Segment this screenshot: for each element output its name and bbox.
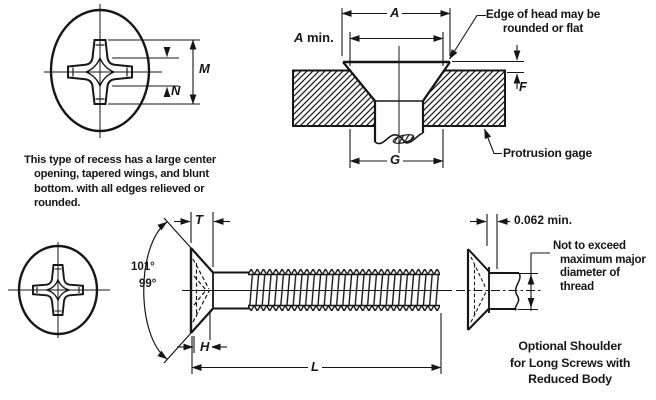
screw-side-view: [143, 212, 452, 374]
shoulder-detail-view: [456, 214, 550, 331]
dim-label-a: A: [387, 6, 403, 19]
max-diameter-note: Not to exceed maximum major diameter of …: [553, 240, 646, 293]
dim-label-f: F: [519, 79, 527, 94]
recess-description: This type of recess has a large center o…: [24, 154, 216, 209]
dim-label-t: T: [195, 212, 203, 227]
countersunk-section-view: [292, 8, 524, 168]
optional-shoulder-caption: Optional Shoulder for Long Screws with R…: [509, 339, 631, 386]
recess-end-view: [44, 4, 200, 138]
dim-label-a-min: A min.: [294, 30, 334, 45]
recess-end-view-small: [8, 242, 110, 338]
edge-of-head-note: Edge of head may be rounded or flat: [485, 7, 601, 35]
angle-label-101: 101°: [131, 261, 155, 273]
dim-label-h: H: [197, 340, 213, 353]
dim-label-0062-min: 0.062 min.: [514, 213, 573, 227]
dim-label-l: L: [308, 360, 322, 373]
dim-label-g: G: [387, 153, 404, 166]
angle-label-99: 99°: [139, 278, 157, 290]
dim-label-m: M: [199, 61, 210, 76]
dim-label-n: N: [171, 83, 181, 98]
protrusion-gage-label: Protrusion gage: [503, 146, 593, 160]
